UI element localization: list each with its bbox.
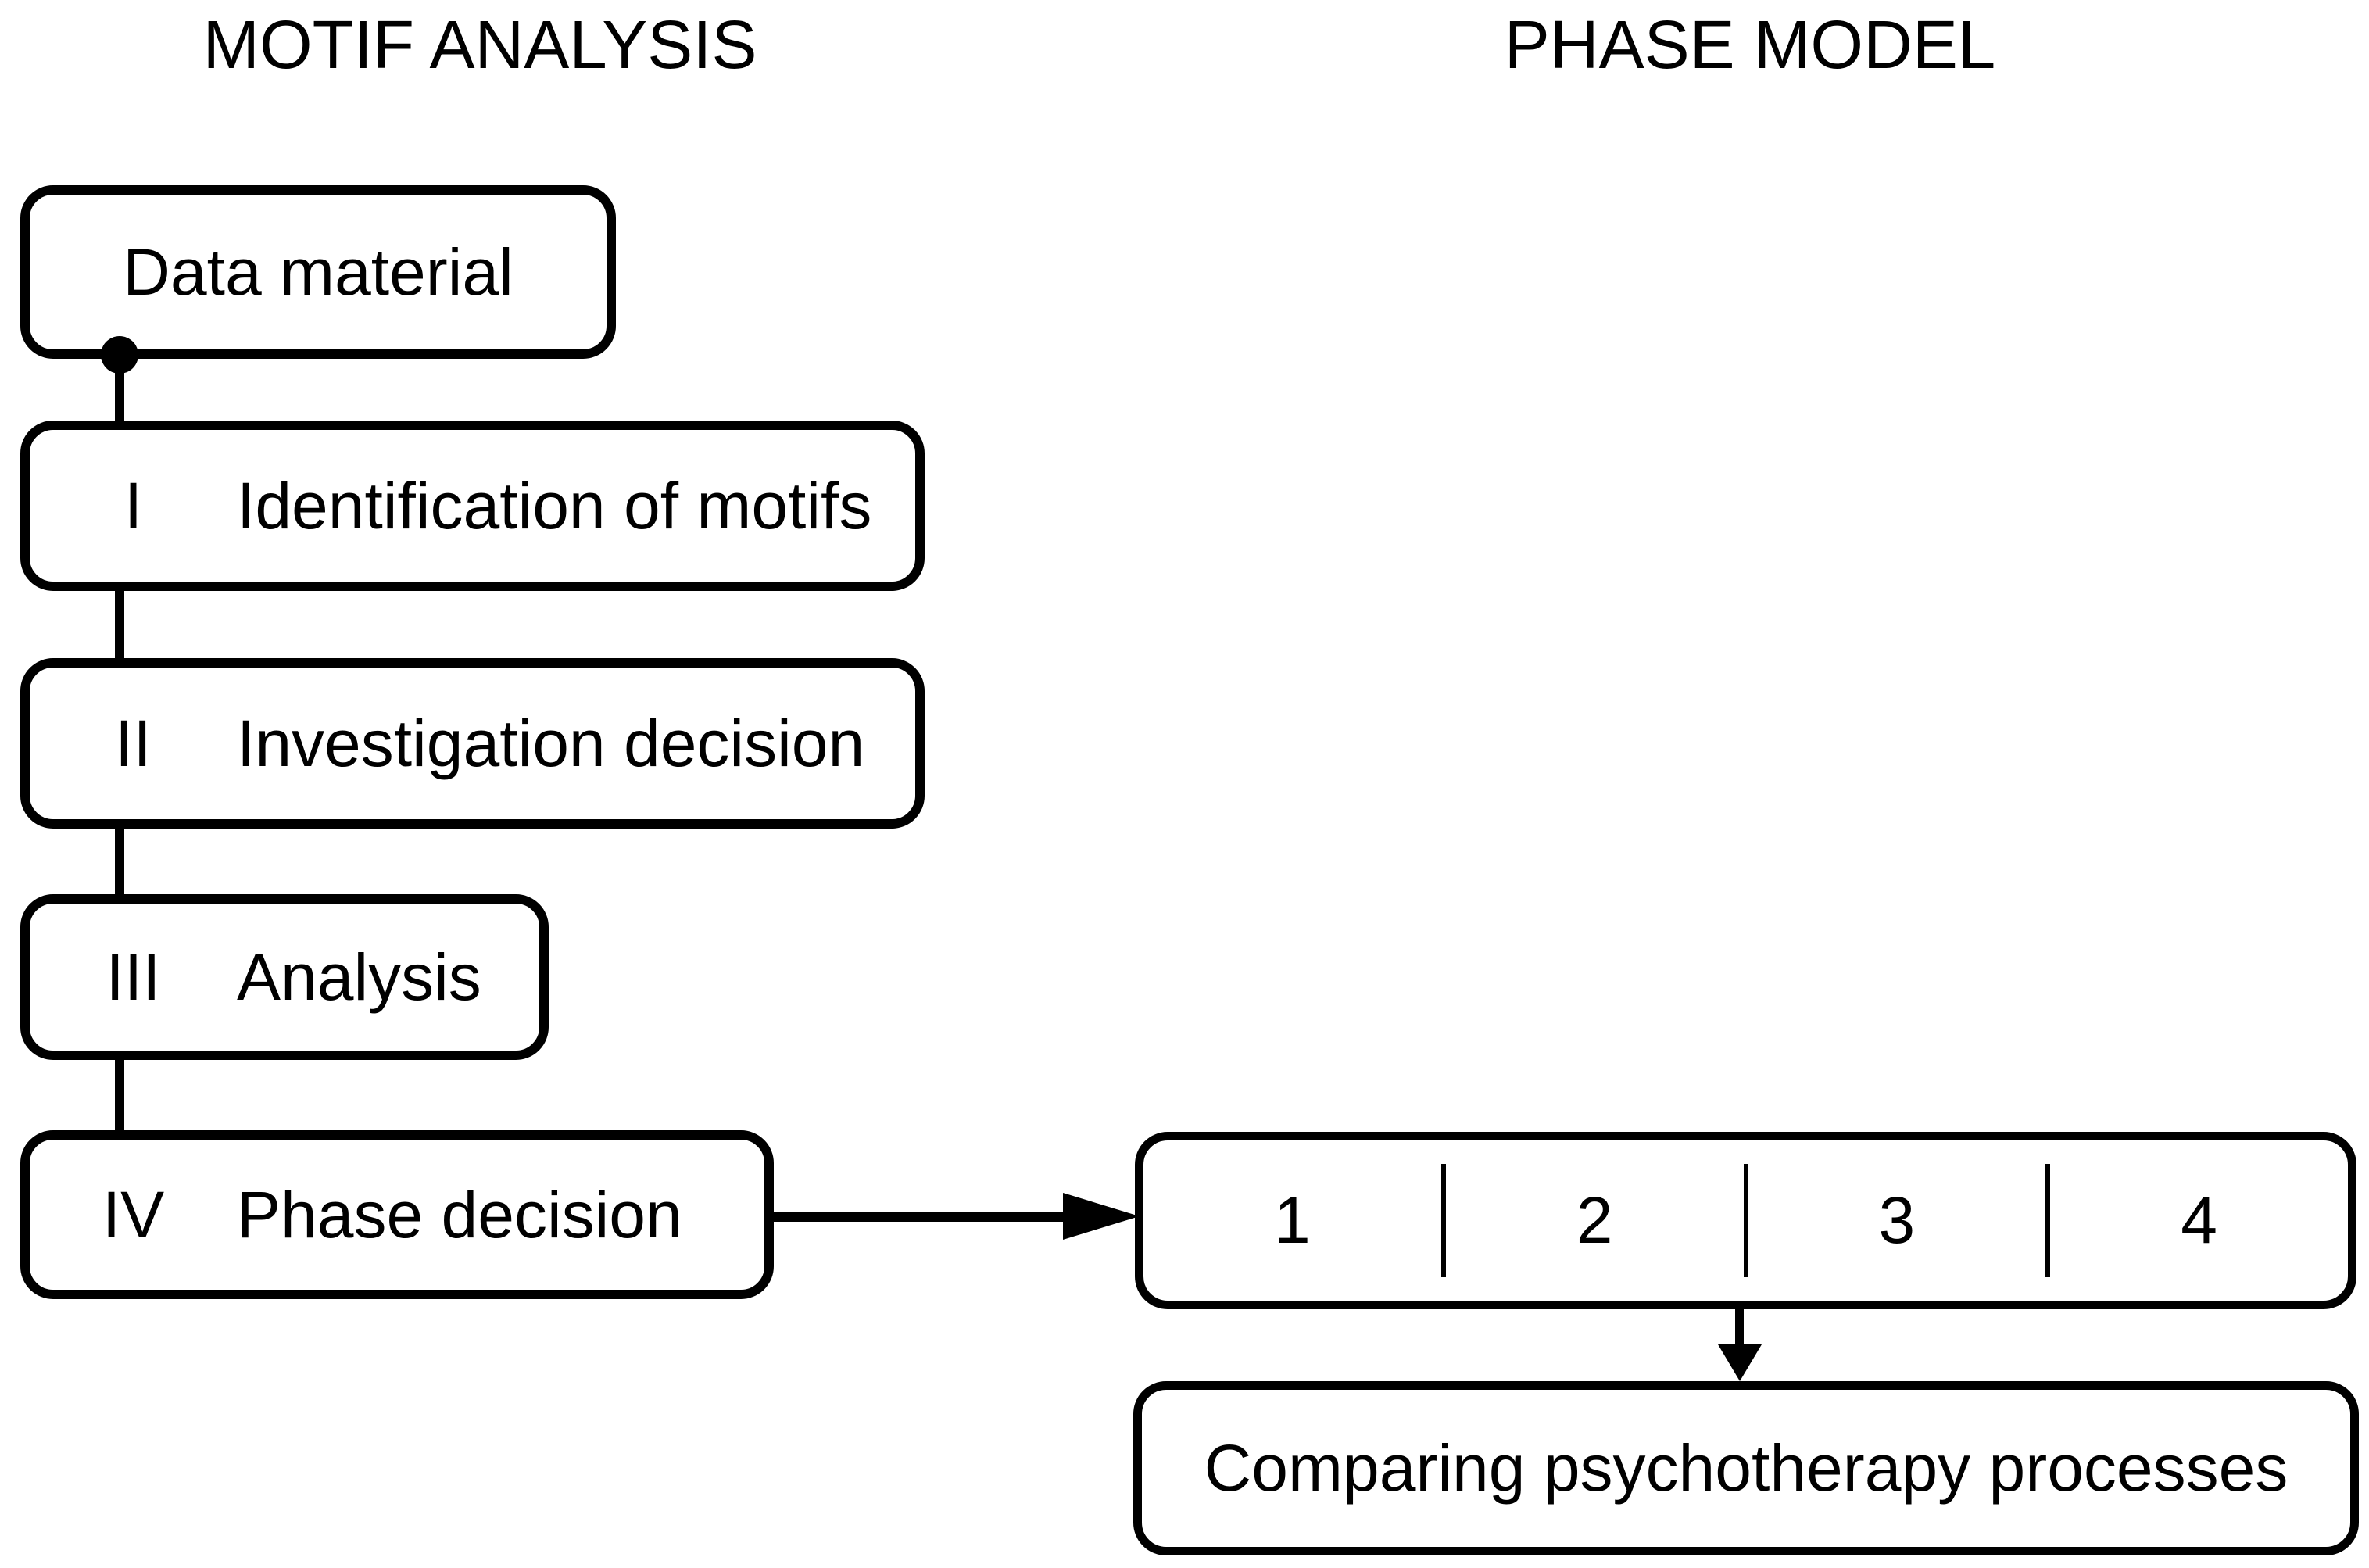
step-label: Phase decision [237, 1177, 682, 1251]
step-numeral: IV [102, 1177, 165, 1251]
down-arrowhead-icon [1718, 1344, 1762, 1381]
down-arrow-stem [1735, 1308, 1744, 1348]
step-label: Identification of motifs [237, 468, 872, 542]
step-numeral: III [106, 940, 161, 1014]
phase-model-title: PHASE MODEL [1504, 7, 1996, 83]
right-arrow-stem [772, 1212, 1068, 1222]
step-box-investigation: II Investigation decision [20, 658, 925, 829]
comparing-processes-box: Comparing psychotherapy processes [1133, 1381, 2359, 1555]
step-box-analysis: III Analysis [20, 894, 549, 1060]
step-label: Analysis [237, 940, 481, 1014]
phase-cell-1: 1 [1274, 1183, 1311, 1257]
step-box-identification: I Identification of motifs [20, 421, 925, 591]
step-box-phase-decision: IV Phase decision [20, 1130, 774, 1299]
phase-cell-4: 4 [2181, 1183, 2217, 1257]
phase-segments-box: 1 2 3 4 [1135, 1132, 2356, 1309]
step-numeral: II [115, 706, 152, 780]
motif-analysis-title: MOTIF ANALYSIS [202, 7, 757, 83]
phase-cell-2: 2 [1576, 1183, 1613, 1257]
junction-dot-icon [101, 336, 138, 374]
data-material-box: Data material [20, 185, 616, 359]
step-label: Investigation decision [237, 706, 865, 780]
step-numeral: I [123, 468, 143, 542]
comparing-processes-label: Comparing psychotherapy processes [1204, 1431, 2288, 1505]
phase-divider [1440, 1164, 1446, 1277]
connector-step1-to-step2 [115, 586, 124, 661]
phase-divider [1743, 1164, 1748, 1277]
phase-divider [2045, 1164, 2051, 1277]
right-arrowhead-icon [1063, 1193, 1140, 1240]
connector-step2-to-step3 [115, 824, 124, 897]
data-material-label: Data material [123, 234, 514, 309]
phase-cell-3: 3 [1878, 1183, 1916, 1257]
connector-step3-to-step4 [115, 1055, 124, 1133]
